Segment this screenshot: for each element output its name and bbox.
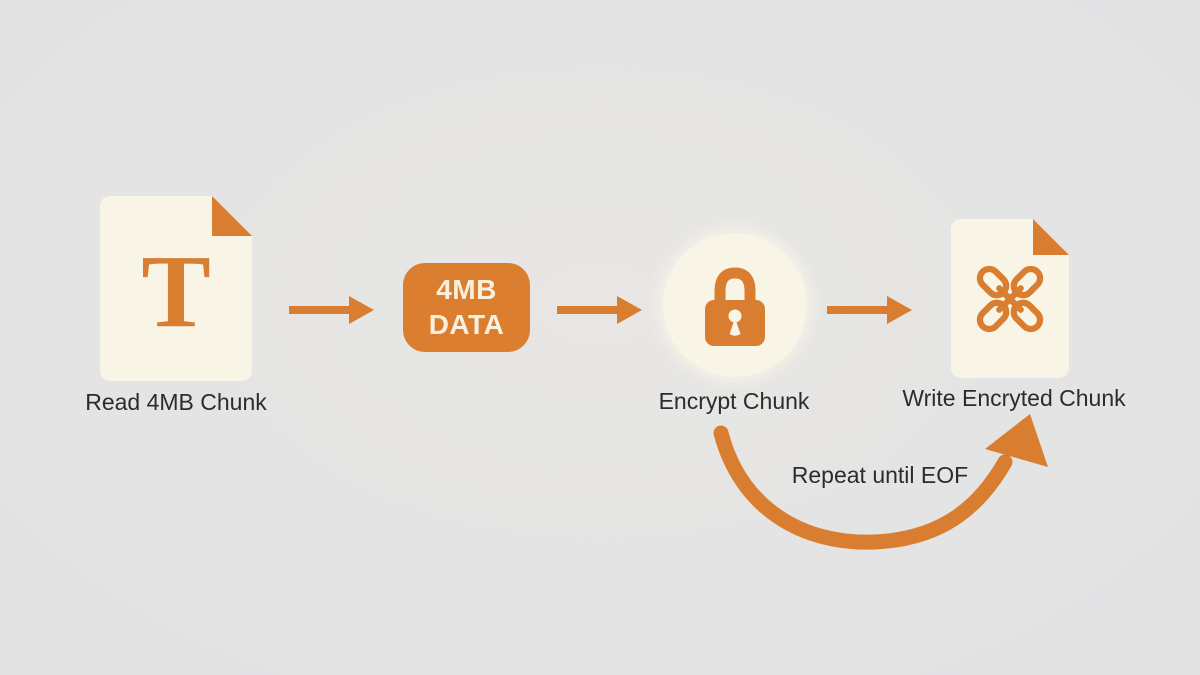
encrypt-circle xyxy=(663,233,807,377)
chunk-box-line2: DATA xyxy=(428,308,505,340)
write-step-label: Write Encryted Chunk xyxy=(902,385,1126,411)
loop-label: Repeat until EOF xyxy=(791,462,969,488)
text-document-icon: T xyxy=(141,233,211,349)
flow-arrow-read-to-data xyxy=(289,296,374,324)
lock-icon xyxy=(705,267,765,346)
encrypt-step-label: Encrypt Chunk xyxy=(658,388,810,414)
write-file-document xyxy=(951,219,1069,378)
flow-arrow-encrypt-to-write xyxy=(827,296,912,324)
read-step-label: Read 4MB Chunk xyxy=(85,389,267,415)
chunk-box-line1: 4MB xyxy=(436,274,497,306)
flow-arrow-data-to-encrypt xyxy=(557,296,642,324)
chain-links-document-icon xyxy=(976,265,1044,332)
read-file-document: T xyxy=(100,196,252,381)
chunk-data-box: 4MB DATA xyxy=(403,263,530,352)
